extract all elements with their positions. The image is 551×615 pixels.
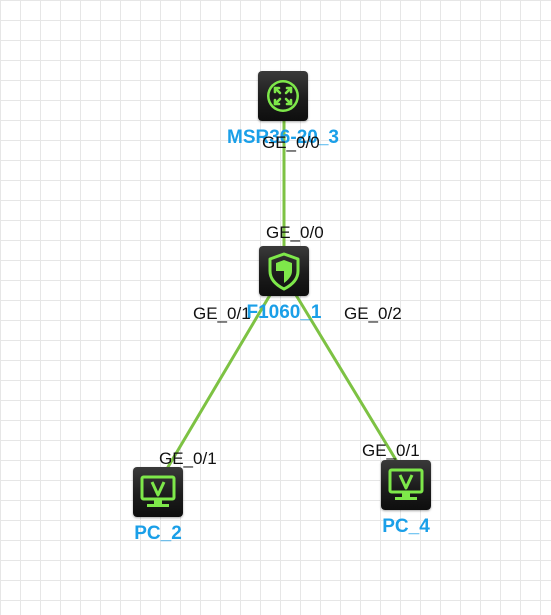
link-firewall-pc2[interactable] xyxy=(166,293,272,469)
port-label-pc2-ge01: GE_0/1 xyxy=(159,449,217,468)
shield-icon xyxy=(268,252,300,291)
port-label-firewall-ge02: GE_0/2 xyxy=(344,304,402,323)
port-label-firewall-ge00: GE_0/0 xyxy=(266,223,324,242)
link-firewall-pc4[interactable] xyxy=(294,293,398,462)
monitor-icon xyxy=(388,468,424,500)
firewall-node[interactable] xyxy=(259,246,309,296)
monitor-icon xyxy=(140,475,176,507)
firewall-label[interactable]: F1060_1 xyxy=(246,302,322,323)
port-label-pc4-ge01: GE_0/1 xyxy=(362,441,420,460)
pc4-label[interactable]: PC_4 xyxy=(382,516,430,537)
router-label[interactable]: MSR36-20_3 xyxy=(227,127,339,148)
port-label-router-ge00: GE_0/0 xyxy=(262,133,320,152)
pc2-label[interactable]: PC_2 xyxy=(134,523,182,544)
router-node[interactable] xyxy=(258,71,308,121)
pc2-node[interactable] xyxy=(133,467,183,517)
port-label-firewall-ge01: GE_0/1 xyxy=(193,304,251,323)
pc4-node[interactable] xyxy=(381,460,431,510)
router-icon xyxy=(267,80,299,112)
